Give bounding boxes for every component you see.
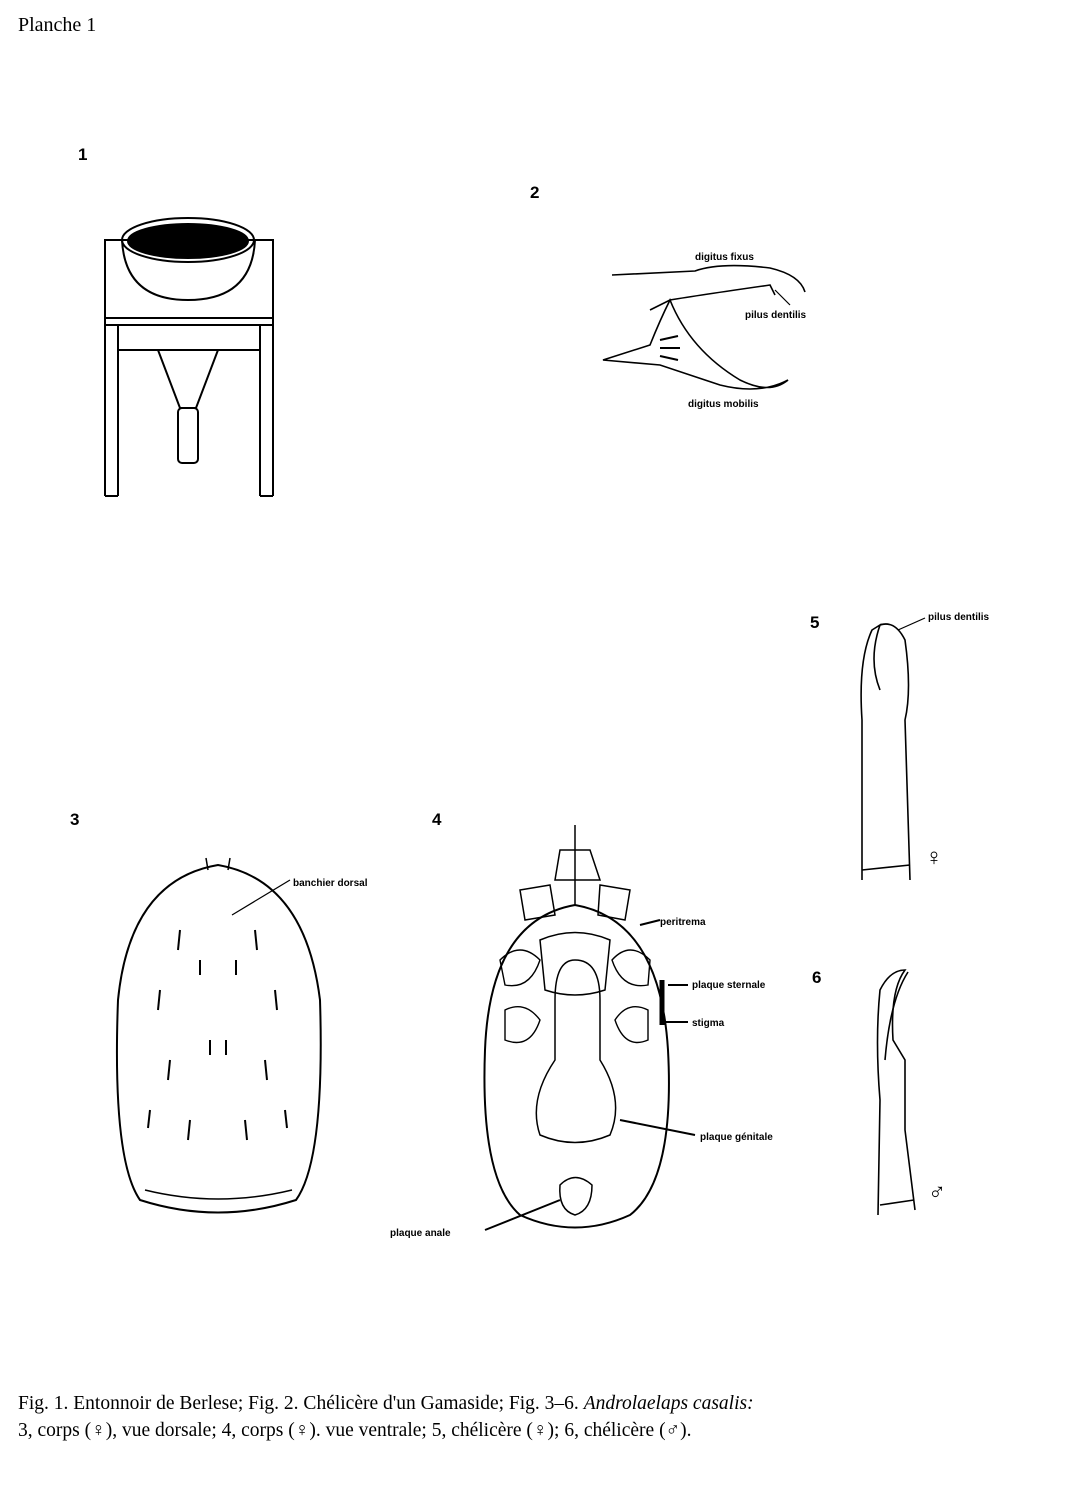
label-pilus-dentilis-fig5: pilus dentilis	[928, 612, 990, 623]
label-banchier-dorsal: banchier dorsal	[293, 878, 368, 889]
figure-caption: Fig. 1. Entonnoir de Berlese; Fig. 2. Ch…	[18, 1390, 1058, 1444]
figure-3-dorsal-view: 3 banchier dorsal	[70, 810, 368, 1214]
label-plaque-genitale: plaque génitale	[700, 1132, 773, 1143]
label-plaque-sternale: plaque sternale	[692, 980, 766, 991]
label-plaque-anale: plaque anale	[390, 1228, 451, 1239]
caption-species: Androlaelaps casalis:	[583, 1393, 754, 1414]
figure-number-3: 3	[70, 810, 79, 829]
figure-number-2: 2	[530, 183, 539, 202]
caption-part-1: Fig. 1. Entonnoir de Berlese; Fig. 2. Ch…	[18, 1393, 584, 1414]
figure-4-ventral-view: 4 peritrema plaque sternale stigma plaqu…	[390, 810, 773, 1239]
caption-part-2: 3, corps (♀), vue dorsale; 4, corps (♀).…	[18, 1420, 692, 1441]
figure-2-chelicera: 2 digitus fixus pilus dentilis digitus m…	[530, 183, 807, 410]
label-digitus-mobilis: digitus mobilis	[688, 399, 759, 410]
soil-sample	[127, 223, 249, 259]
genital-plate	[535, 959, 617, 1144]
anal-plate	[559, 1176, 593, 1216]
funnel-bowl	[121, 239, 256, 302]
figure-number-5: 5	[810, 613, 819, 632]
label-digitus-fixus: digitus fixus	[695, 252, 754, 263]
label-peritrema: peritrema	[660, 917, 706, 928]
body-outline	[115, 863, 322, 1214]
figure-number-4: 4	[432, 810, 442, 829]
male-symbol: ♂	[928, 1180, 946, 1206]
plate-title: Planche 1	[18, 14, 97, 36]
female-symbol: ♀	[925, 845, 943, 871]
figure-1-berlese-funnel: 1	[78, 145, 274, 497]
figure-5-female-chelicera: 5 pilus dentilis ♀	[810, 612, 990, 881]
label-pilus-dentilis: pilus dentilis	[745, 310, 807, 321]
funnel-cone	[157, 349, 219, 409]
figure-6-male-chelicera: 6 ♂	[812, 968, 946, 1216]
figure-number-1: 1	[78, 145, 87, 164]
sternal-plate	[539, 931, 611, 996]
figure-number-6: 6	[812, 968, 821, 987]
label-stigma: stigma	[692, 1018, 725, 1029]
collection-tube	[177, 407, 199, 464]
